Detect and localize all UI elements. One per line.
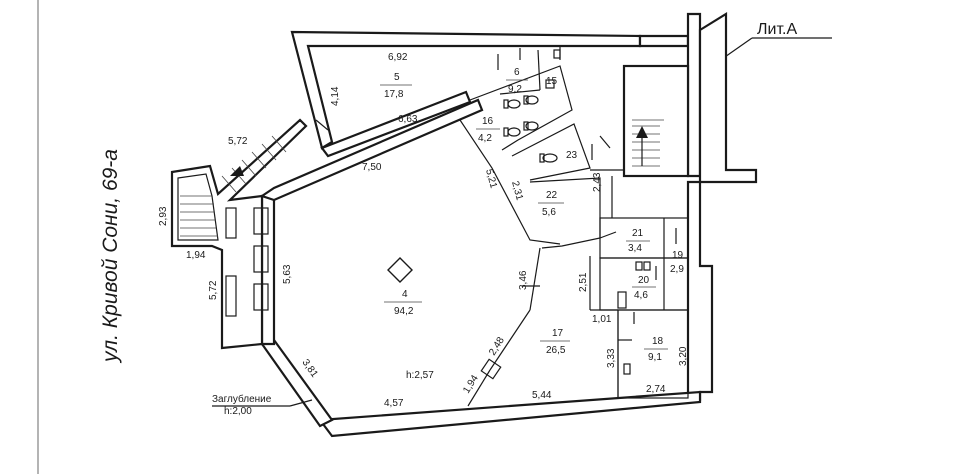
wall-17-4-b: [467, 369, 491, 407]
room-16-number: 16: [482, 116, 494, 127]
room-22-number: 22: [546, 190, 558, 201]
dim-3-33: 3,33: [606, 348, 617, 368]
dim-2-31: 2,31: [509, 180, 525, 202]
stairs-arrow-icon-right: [636, 126, 648, 166]
dim-5-44: 5,44: [532, 390, 552, 401]
stair-treads: [180, 135, 287, 237]
dim-1-94-bottom: 1,94: [461, 373, 481, 396]
wall-room-23: [511, 123, 591, 181]
pillar-17: [480, 358, 502, 380]
dim-6-63: 6,63: [398, 114, 418, 125]
wall-17-4-diag: [529, 247, 541, 311]
room-4-number: 4: [402, 289, 408, 300]
room-16-area: 4,2: [478, 133, 492, 144]
stairs-arrow-icon: [230, 166, 244, 176]
basement-height: h:2,00: [224, 406, 252, 417]
dim-2-74: 2,74: [646, 384, 666, 395]
stair-well: [177, 173, 219, 241]
door-ticks: [315, 46, 677, 324]
dim-7-50: 7,50: [362, 162, 382, 173]
stair-core: [622, 64, 690, 178]
dim-5-72-left: 5,72: [208, 280, 219, 300]
street-label: ул. Кривой Сони, 69-а: [99, 149, 122, 364]
room-17-area: 26,5: [546, 345, 566, 356]
wall-6-63: [320, 90, 472, 158]
wall-bottom: [317, 390, 702, 438]
wall-right-lower: [686, 180, 714, 402]
wall-bath-block: [469, 65, 573, 151]
room-15-number: 15: [546, 76, 558, 87]
dim-3-20: 3,20: [678, 346, 689, 366]
room-6-area: 9,2: [508, 84, 522, 95]
staircase-outline: [170, 118, 308, 350]
dim-2-51: 2,51: [578, 272, 589, 292]
wall-lit-a: [698, 12, 758, 184]
column-icon: [387, 257, 413, 283]
wall-bath-diag: [459, 119, 561, 245]
wall-lower-left-diag: [260, 338, 334, 428]
wall-17-4: [489, 309, 531, 371]
room-18-area: 9,1: [648, 352, 662, 363]
wall-6-16: [499, 89, 541, 95]
room-17-number: 17: [552, 328, 564, 339]
dim-5-63: 5,63: [282, 264, 293, 284]
dim-2-9: 2,9: [670, 264, 684, 275]
room-labels: 5 17,8 6 9,2 15 16 4,2 23 22 5,6 21 3,4 …: [380, 67, 684, 381]
room-20-number: 20: [638, 275, 650, 286]
dim-2-93: 2,93: [158, 206, 169, 226]
dim-5-72-top: 5,72: [228, 136, 248, 147]
room-20-area: 4,6: [634, 290, 648, 301]
toilet-icon: [503, 49, 651, 375]
room-5-area: 17,8: [384, 89, 404, 100]
room-19-number: 19: [672, 250, 684, 261]
room-4-area: 94,2: [394, 306, 414, 317]
room-22-area: 5,6: [542, 207, 556, 218]
room-18-number: 18: [652, 336, 664, 347]
building-letter-label: Лит.А: [757, 21, 797, 38]
room-6-number: 6: [514, 67, 520, 78]
room-height-label: h:2,57: [406, 370, 434, 381]
dim-4-57: 4,57: [384, 398, 404, 409]
room-5-number: 5: [394, 72, 400, 83]
pillar-20: [617, 291, 627, 309]
wall-room-22: [529, 177, 601, 249]
basement-leader-diag: [289, 399, 313, 407]
room-21-number: 21: [632, 228, 644, 239]
wall-room-5: [290, 30, 642, 150]
dim-2-43: 2,43: [592, 172, 603, 192]
wall-top-right: [638, 34, 690, 48]
dim-3-81: 3,81: [300, 357, 320, 380]
wall-right-column: [686, 12, 702, 178]
room-21-area: 3,4: [628, 243, 642, 254]
basement-label: Заглубление: [212, 393, 272, 405]
dim-6-92: 6,92: [388, 52, 408, 63]
dim-1-94-left: 1,94: [186, 250, 206, 261]
wall-7-50: [259, 98, 484, 202]
dim-4-14: 4,14: [330, 86, 341, 106]
dim-2-48: 2,48: [487, 335, 507, 358]
dimension-labels: 6,92 4,14 6,63 5,72 7,50 2,93 1,94 5,63 …: [158, 52, 689, 409]
room-23-number: 23: [566, 150, 578, 161]
dim-3-46: 3,46: [518, 270, 529, 290]
dim-1-01: 1,01: [592, 314, 612, 325]
stair-core-treads: [632, 119, 664, 167]
left-windows: [225, 207, 269, 317]
dim-5-21: 5,21: [483, 168, 499, 190]
wall-6-15: [537, 49, 541, 91]
